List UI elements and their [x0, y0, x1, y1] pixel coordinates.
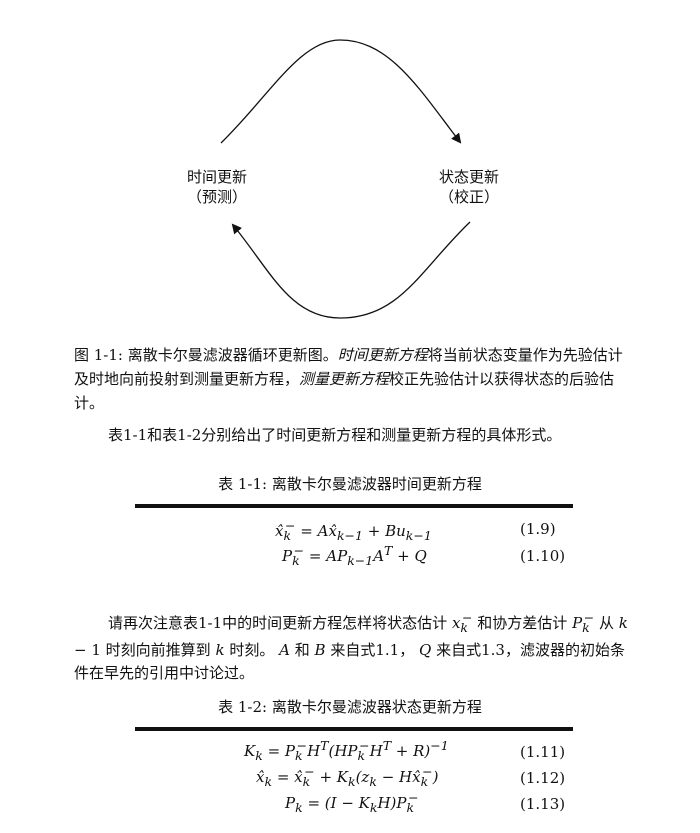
math-k: k — [215, 641, 225, 659]
math-q: Q — [419, 641, 432, 659]
para2-t2: 和协方差估计 — [477, 614, 568, 632]
equation-number-1-10: (1.10) — [520, 547, 566, 565]
para2-t3: 从 — [599, 614, 615, 632]
table-1-top-rule — [135, 504, 573, 508]
time-update-label: 时间更新 — [187, 168, 248, 186]
math-x-hat-k-minus: xk− — [451, 610, 473, 635]
equation-1-11: Kk = Pk−HT(HPk−HT + R)−1 — [244, 738, 449, 763]
para2-t1: 请再次注意表1-1中的时间更新方程怎样将状态估计 — [108, 614, 448, 632]
table-1-title: 表 1-1: 离散卡尔曼滤波器时间更新方程 — [218, 475, 482, 493]
table-2-title: 表 1-2: 离散卡尔曼滤波器状态更新方程 — [218, 698, 482, 716]
equation-1-9: x̂k− = Ax̂k−1 + Buk−1 — [275, 518, 432, 543]
math-k-minus-1: k — [618, 614, 628, 632]
equation-1-10: Pk− = APk−1AT + Q — [282, 543, 427, 568]
para2-t5: 时刻。 — [229, 641, 275, 659]
equation-number-1-11: (1.11) — [520, 743, 566, 761]
figure-caption-em2: 测量更新方程 — [299, 370, 390, 388]
time-update-sublabel: （预测） — [187, 188, 248, 206]
state-update-node: 状态更新 （校正） — [439, 167, 499, 207]
paragraph-1: 表1-1和表1-2分别给出了时间更新方程和测量更新方程的具体形式。 — [108, 426, 562, 444]
paragraph-2: 请再次注意表1-1中的时间更新方程怎样将状态估计 xk− 和协方差估计 Pk− … — [74, 610, 628, 682]
figure-caption-text-c: 校正先验估计以获得状态的后验估计。 — [74, 370, 615, 412]
figure-caption-text-b: 将当前状态变量作为先验估计及时地向前投射到测量更新方程， — [74, 346, 623, 388]
math-a: A — [279, 641, 290, 659]
arrow-time-to-state — [220, 39, 462, 144]
para2-t6: 和 — [294, 641, 310, 659]
figure-caption-em1: 时间更新方程 — [337, 346, 428, 364]
equation-1-13: Pk = (I − KkH)Pk− — [285, 790, 419, 815]
arrow-state-to-time — [231, 221, 471, 319]
para2-t4: 时刻向前推算到 — [105, 641, 211, 659]
time-update-node: 时间更新 （预测） — [187, 167, 247, 207]
figure-caption: 图 1-1: 离散卡尔曼滤波器循环更新图。时间更新方程将当前状态变量作为先验估计… — [74, 343, 634, 415]
math-b: B — [314, 641, 326, 659]
equation-number-1-9: (1.9) — [520, 520, 556, 538]
table-2-top-rule — [135, 727, 573, 731]
state-update-sublabel: （校正） — [439, 188, 500, 206]
para2-t8: 来自式1.3，滤波器的初始条件在早先的引用中讨论过。 — [74, 641, 625, 682]
figure-label: 图 1-1: — [74, 346, 128, 364]
state-update-label: 状态更新 — [439, 168, 500, 186]
math-p-k-minus: Pk− — [572, 610, 595, 635]
kalman-cycle-diagram — [220, 39, 471, 319]
equation-number-1-13: (1.13) — [520, 795, 566, 813]
equation-number-1-12: (1.12) — [520, 769, 566, 787]
para2-t7: 来自式1.1， — [330, 641, 415, 659]
figure-caption-text-a: 离散卡尔曼滤波器循环更新图。 — [127, 346, 338, 364]
equation-1-12: x̂k = x̂k− + Kk(zk − Hx̂k−) — [256, 764, 439, 789]
